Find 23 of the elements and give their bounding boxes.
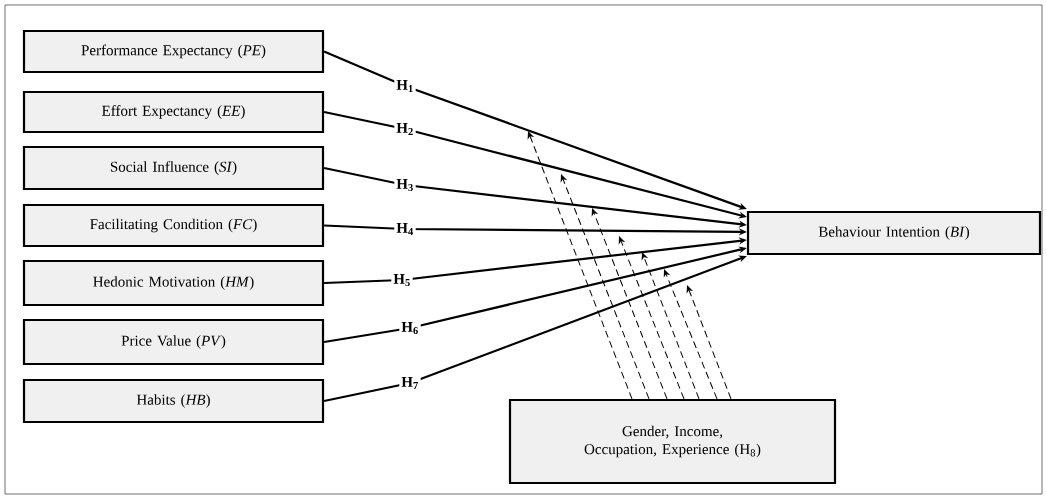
edge-label: H$_{1}$ (394, 78, 416, 94)
dashed-arrow (527, 131, 633, 400)
edge-label: H$_{6}$ (399, 319, 421, 337)
edge-label: H$_{2}$ (394, 121, 416, 137)
edge-label: H$_{7}$ (399, 375, 421, 391)
construct-box: Performance Expectancy (PE) (22, 29, 325, 74)
outcome-box: Behaviour Intention (BI) (746, 210, 1042, 256)
edge-label: H$_{5}$ (391, 271, 413, 289)
edge-label: H$_{4}$ (394, 221, 416, 237)
construct-box: Habits (HB) (22, 378, 325, 424)
construct-box: Social Influence (SI) (22, 145, 325, 191)
dashed-arrow (591, 208, 668, 400)
dashed-arrow (560, 174, 650, 400)
dashed-arrow (686, 285, 732, 400)
dashed-arrow (641, 252, 700, 400)
construct-box: Effort Expectancy (EE) (22, 90, 325, 134)
construct-box: Hedonic Motivation (HM) (22, 259, 325, 307)
dashed-arrow (663, 269, 718, 400)
construct-box: Facilitating Condition (FC) (22, 203, 325, 248)
edge-label: H$_{3}$ (394, 176, 416, 194)
dashed-arrow (618, 236, 685, 400)
moderator-box: Gender, Income, Occupation, Experience (H$_{8}$) (508, 398, 837, 485)
construct-box: Price Value (PV) (22, 318, 325, 366)
